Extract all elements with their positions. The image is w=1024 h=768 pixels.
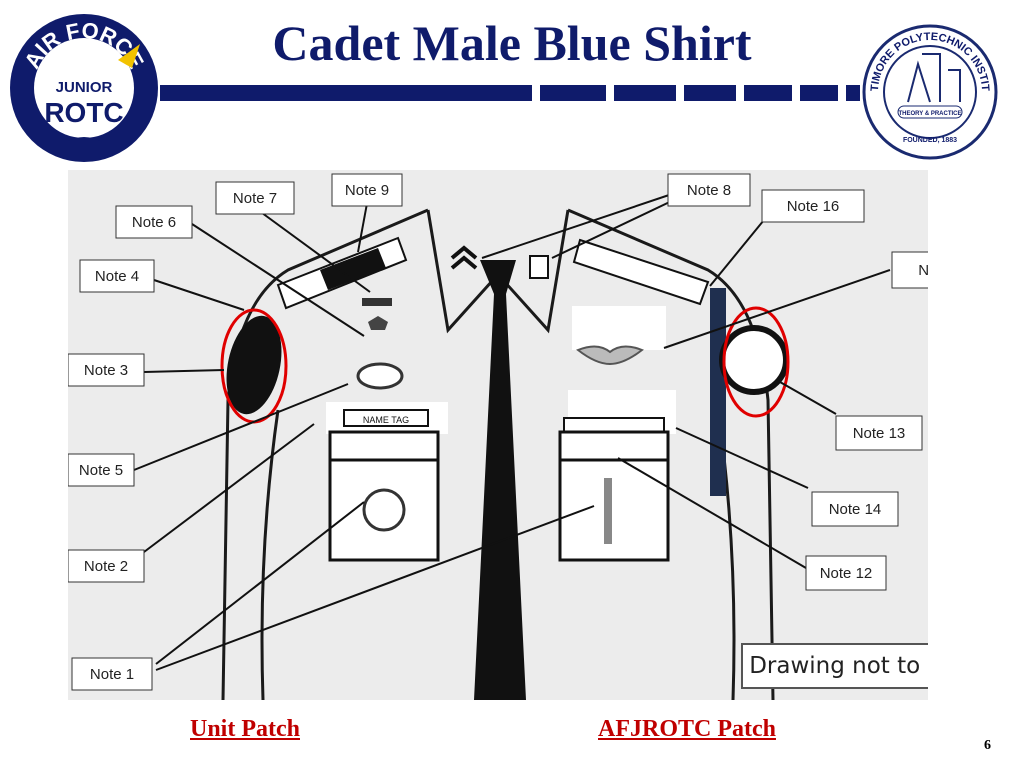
note-labels: Note 1 Note 2 Note 3 Note 4 Note 5 Note … (68, 173, 928, 691)
oval-badge-icon (356, 362, 404, 390)
logo-star-point-icon (118, 44, 140, 68)
pocket-badge-icon (604, 478, 612, 544)
title-dash (800, 85, 838, 101)
afjrotc-patch-highlight (722, 306, 790, 418)
logo-rotc-text: ROTC (44, 97, 123, 128)
wings-badge-icon (576, 345, 644, 366)
note-label: Note 13 (853, 425, 906, 442)
title-dash (846, 85, 860, 101)
note-label: Note 16 (787, 198, 840, 215)
logo-junior-text: JUNIOR (56, 79, 113, 96)
note-label: Note 2 (84, 558, 128, 575)
note-label: Note 4 (95, 268, 139, 285)
seal-motto-text: THEORY & PRACTICE (898, 111, 961, 117)
note-label: Note 14 (829, 501, 882, 518)
unit-pocket-emblem-icon (362, 488, 406, 532)
wings-area (572, 306, 666, 350)
note-label: Note 9 (345, 182, 389, 199)
afjrotc-sleeve-patch-icon (719, 325, 789, 395)
note-label: Note 12 (820, 565, 873, 582)
title-dash (684, 85, 736, 101)
right-epaulet (572, 238, 710, 306)
necktie (474, 260, 526, 700)
scale-note-text: Drawing not to scale (749, 653, 928, 679)
seal-founded-text: FOUNDED, 1883 (903, 137, 957, 144)
leader-lines (133, 191, 891, 671)
afjrotc-emblem-icon: AIR FORCE JUNIOR ROTC (10, 14, 158, 162)
note-label: Note 7 (233, 190, 277, 207)
afjrotc-patch-link[interactable]: AFJROTC Patch (598, 716, 776, 742)
name-tag-text: NAME TAG (363, 415, 409, 425)
ribbon-rack-icon (563, 417, 665, 433)
scale-note-box (741, 643, 928, 689)
chevron-insignia-icon (450, 245, 478, 270)
title-dash (540, 85, 606, 101)
title-underline (160, 85, 532, 101)
note-label: Note 5 (79, 462, 123, 479)
note-label: Note 3 (84, 362, 128, 379)
unit-sleeve-patch-icon (226, 315, 282, 415)
page-number: 6 (984, 738, 991, 753)
collar-badge-icon (529, 255, 549, 279)
ribbon-bar-icon (362, 298, 392, 306)
right-pocket (558, 430, 670, 562)
shirt-diagram: NAME TAG Note 1 Note 2 Note 3 Note 4 Not… (68, 170, 928, 700)
note-label: Note 8 (687, 182, 731, 199)
badge-icon (368, 316, 388, 330)
title-dash (614, 85, 676, 101)
title-dash (744, 85, 792, 101)
baltimore-polytechnic-seal-icon: BALTIMORE POLYTECHNIC INSTITUTE THEORY &… (860, 14, 998, 160)
note-label: Note 1 (90, 666, 134, 683)
left-shoulder-board (320, 248, 386, 290)
name-tag (343, 409, 429, 427)
unit-patch-link[interactable]: Unit Patch (190, 716, 300, 742)
seal-buildings-icon (907, 53, 961, 103)
lamp-icon (66, 137, 102, 148)
shoulder-cord (710, 288, 726, 496)
note-label: Note 11 (918, 262, 928, 279)
note-label: Note 6 (132, 214, 176, 231)
slide-title: Cadet Male Blue Shirt (272, 15, 752, 71)
